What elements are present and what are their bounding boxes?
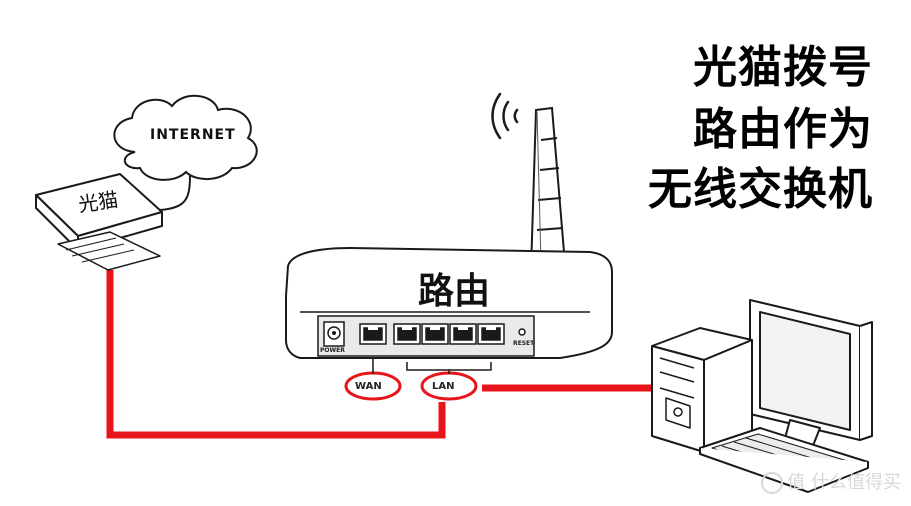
modem-label: 光猫 [76, 187, 120, 217]
reset-label: RESET [513, 340, 535, 347]
lan-label: LAN [432, 381, 455, 392]
internet-label: INTERNET [150, 127, 236, 143]
lan-port-2 [421, 323, 449, 345]
power-port [323, 321, 345, 347]
reset-button-icon [518, 328, 526, 336]
internet-cloud-icon [113, 94, 258, 181]
router-label: 路由 [418, 271, 491, 312]
title-line-2: 路由作为 [693, 104, 873, 155]
wan-port [359, 323, 387, 345]
power-label: POWER [320, 347, 345, 354]
cloud-to-modem-line [159, 175, 191, 211]
wan-label: WAN [355, 381, 382, 392]
pc-keyboard [699, 427, 869, 493]
cable-lines [106, 270, 652, 439]
pc-monitor [749, 299, 873, 449]
wifi-signal-icon [491, 92, 519, 140]
lan-port-4 [477, 323, 505, 345]
watermark-logo-icon [761, 472, 783, 494]
modem-device [35, 173, 163, 271]
title-line-3: 无线交换机 [648, 164, 873, 215]
watermark: 值 什么值得买 [787, 472, 901, 493]
port-bracket-lines [372, 358, 492, 374]
lan-port-3 [449, 323, 477, 345]
ethernet-ports [359, 323, 505, 345]
pc-tower [651, 327, 753, 453]
title-line-1: 光猫拨号 [693, 42, 873, 93]
modem-to-wan-cable [106, 270, 446, 439]
lan-port-1 [393, 323, 421, 345]
